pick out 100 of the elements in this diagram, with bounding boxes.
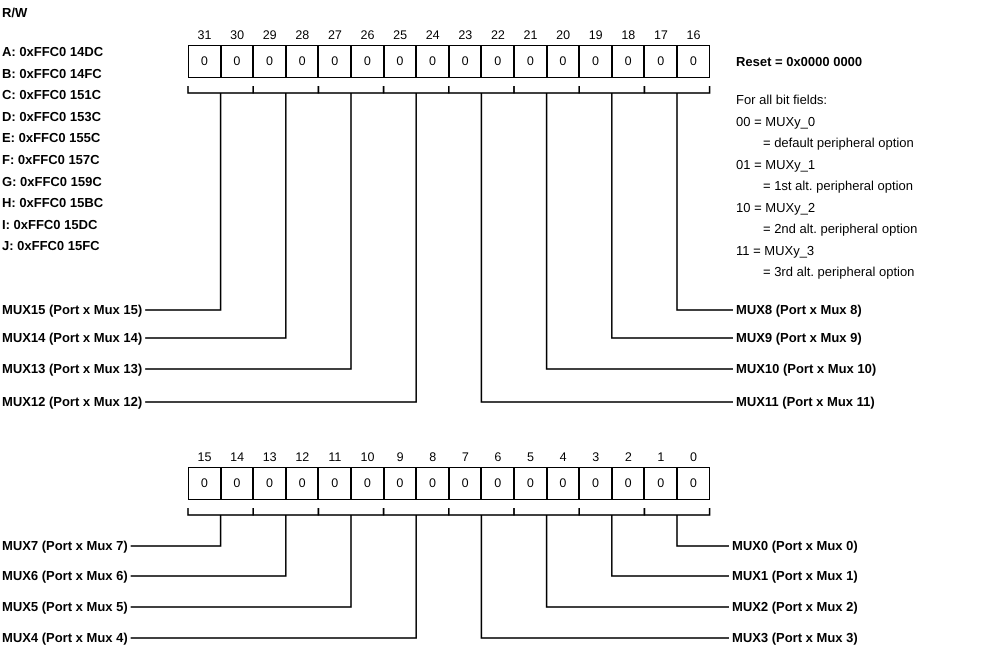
register-address: C: 0xFFC0 151C — [2, 87, 101, 104]
leader-line — [611, 93, 733, 339]
bit-number: 1 — [656, 450, 666, 464]
field-label: MUX4 (Port x Mux 4) — [2, 630, 128, 646]
bit-value: 0 — [253, 45, 286, 78]
leader-line — [145, 93, 222, 311]
bit-value: 0 — [612, 45, 644, 78]
bit-value: 0 — [318, 467, 351, 500]
bit-number: 8 — [428, 450, 438, 464]
field-label: MUX13 (Port x Mux 13) — [2, 361, 142, 377]
field-label: MUX1 (Port x Mux 1) — [732, 568, 858, 584]
bit-number: 7 — [460, 450, 470, 464]
bit-field-bracket — [513, 86, 580, 94]
bit-value: 0 — [384, 45, 416, 78]
bit-number: 27 — [326, 28, 343, 42]
encoding-line: = 3rd alt. peripheral option — [763, 264, 914, 280]
bit-value: 0 — [188, 467, 221, 500]
bit-number: 15 — [196, 450, 212, 464]
bit-value: 0 — [318, 45, 351, 78]
bit-number: 0 — [689, 450, 698, 464]
field-label: MUX0 (Port x Mux 0) — [732, 538, 858, 554]
bit-value: 0 — [514, 45, 547, 78]
leader-line — [130, 515, 222, 547]
bit-value: 0 — [384, 467, 416, 500]
register-address: I: 0xFFC0 15DC — [2, 216, 98, 233]
bit-number: 31 — [196, 28, 212, 42]
register-address: D: 0xFFC0 153C — [2, 108, 101, 125]
bit-number: 21 — [522, 28, 538, 42]
bit-number: 19 — [588, 28, 604, 42]
bit-number: 16 — [686, 28, 702, 42]
leader-line — [130, 515, 287, 577]
bit-value: 0 — [220, 467, 254, 500]
bit-value: 0 — [416, 467, 449, 500]
bit-number: 29 — [262, 28, 278, 42]
bit-value: 0 — [448, 467, 482, 500]
bit-number: 14 — [229, 450, 246, 464]
bit-field-bracket — [578, 86, 646, 94]
bit-value: 0 — [612, 467, 644, 500]
bit-field-bracket — [382, 508, 450, 516]
note-heading: For all bit fields: — [736, 92, 828, 108]
field-label: MUX3 (Port x Mux 3) — [732, 630, 858, 646]
bit-number: 4 — [558, 450, 568, 464]
bit-value: 0 — [546, 45, 580, 78]
encoding-line: = 1st alt. peripheral option — [763, 178, 913, 194]
bit-field-bracket — [644, 86, 710, 94]
bit-number: 18 — [620, 28, 636, 42]
bit-field-bracket — [448, 508, 515, 516]
bit-number: 25 — [392, 28, 408, 42]
field-label: MUX6 (Port x Mux 6) — [2, 568, 128, 584]
encoding-line: = default peripheral option — [763, 135, 914, 151]
leader-line — [611, 515, 729, 577]
field-label: MUX10 (Port x Mux 10) — [736, 361, 876, 377]
bit-number: 30 — [229, 28, 246, 42]
bit-number: 11 — [327, 450, 342, 464]
bit-value: 0 — [188, 45, 221, 78]
bit-number: 23 — [457, 28, 474, 42]
leader-line — [130, 515, 417, 639]
bit-number: 28 — [294, 28, 310, 42]
bit-value: 0 — [220, 45, 254, 78]
bit-value: 0 — [481, 45, 514, 78]
bit-field-bracket — [448, 86, 515, 94]
bit-number: 26 — [360, 28, 376, 42]
reset-value: Reset = 0x0000 0000 — [736, 54, 862, 70]
register-address: G: 0xFFC0 159C — [2, 174, 102, 190]
register-address: A: 0xFFC0 14DC — [2, 44, 104, 60]
field-label: MUX11 (Port x Mux 11) — [736, 394, 875, 410]
field-label: MUX8 (Port x Mux 8) — [736, 302, 862, 318]
bit-value: 0 — [579, 45, 612, 78]
register-address: F: 0xFFC0 157C — [2, 152, 100, 168]
leader-line — [546, 93, 733, 370]
bit-value: 0 — [286, 45, 318, 78]
encoding-line: 01 = MUXy_1 — [736, 156, 816, 172]
leader-line — [546, 515, 729, 608]
encoding-line: 11 = MUXy_3 — [736, 242, 814, 258]
bit-number: 12 — [294, 450, 310, 464]
bit-field-bracket — [578, 508, 646, 516]
bit-number: 2 — [624, 450, 633, 464]
bit-number: 22 — [490, 28, 506, 42]
field-label: MUX14 (Port x Mux 14) — [2, 330, 142, 346]
bit-field-bracket — [382, 86, 450, 94]
bit-value: 0 — [677, 45, 710, 78]
bit-number: 10 — [360, 450, 376, 464]
bit-value: 0 — [644, 467, 677, 500]
bit-value: 0 — [677, 467, 710, 500]
bit-number: 5 — [526, 450, 535, 464]
bit-field-bracket — [252, 508, 320, 516]
encoding-line: 10 = MUXy_2 — [736, 200, 816, 216]
bit-number: 6 — [493, 450, 502, 464]
access-type: R/W — [2, 5, 28, 21]
bit-field-bracket — [252, 86, 320, 94]
leader-line — [145, 93, 352, 370]
bit-value: 0 — [351, 467, 384, 500]
field-label: MUX7 (Port x Mux 7) — [2, 538, 128, 554]
bit-field-bracket — [187, 508, 254, 516]
bit-number: 3 — [591, 450, 600, 464]
leader-line — [676, 515, 729, 547]
register-address: H: 0xFFC0 15BC — [2, 195, 104, 212]
bit-number: 13 — [262, 450, 278, 464]
register-address: E: 0xFFC0 155C — [2, 130, 100, 146]
leader-line — [145, 93, 287, 339]
